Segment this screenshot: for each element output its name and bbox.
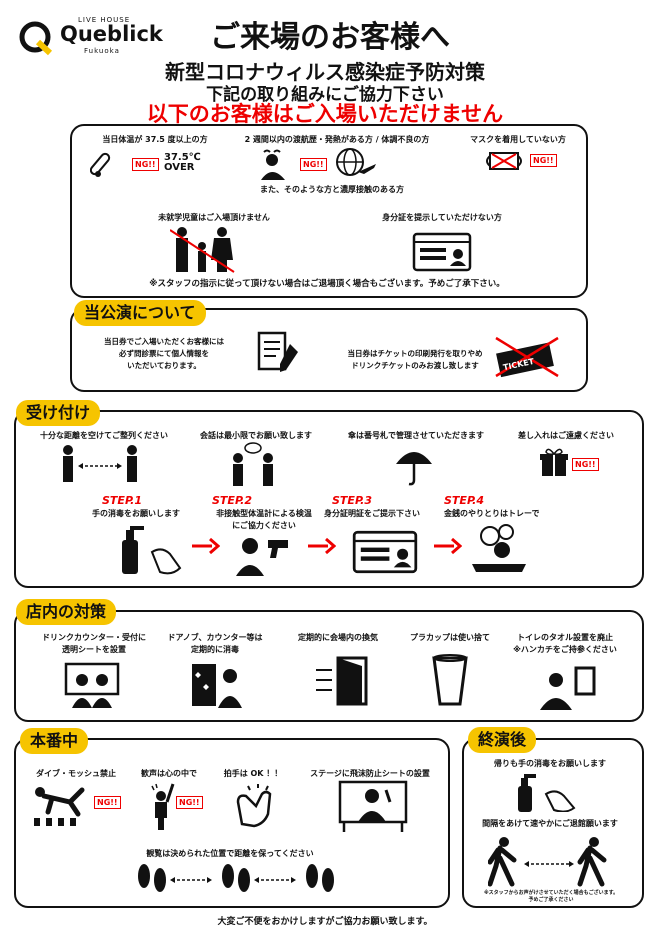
show-item-clap: 拍手は OK ！！ [223,769,283,778]
reception-item-umbrella: 傘は番号札で管理させていただきます [348,431,484,440]
step-2-label: STEP.2 [212,494,252,507]
stage-sheet-icon [338,780,408,832]
footprints-distance-icon [138,864,334,892]
step-arrow-icon [192,537,220,555]
umbrella-icon [396,452,432,486]
step-3-text: 身分証明証をご提示下さい [324,509,420,518]
show-item-dive: ダイブ・モッシュ禁止 [36,769,116,778]
show-tag: 本番中 [20,728,89,754]
ng-badge: NG!! [176,796,203,809]
talking-people-icon [233,442,273,486]
coin-tray-icon [472,524,526,572]
step-4-text: 金銭のやりとりはトレーで [444,509,540,518]
end-tag: 終演後 [468,727,537,753]
transparent-sheet-icon [64,662,120,708]
sick-person-icon [261,149,285,180]
cheering-person-icon [151,783,175,830]
staff-note: ※スタッフの指示に従って頂けない場合はご退場頂く場合もございます。予めご了承下さ… [149,279,505,289]
venue-item-ventilation: 定期的に会場内の換気 [298,633,378,642]
gift-icon [540,448,568,476]
restroom-person-icon [540,666,596,710]
refusal-item-children: 未就学児童はご入場頂けません [158,213,270,222]
plastic-cup-icon [432,654,468,706]
id-card-icon [352,530,418,574]
questionnaire-icon [257,331,298,372]
page-subtitle: 新型コロナウィルス感染症予防対策 [165,60,485,84]
logo-q-icon [19,21,53,56]
refusal-item-mask: マスクを着用していない方 [470,135,566,144]
venue-item-towel: トイレのタオル設置を廃止 ※ハンカチをご持参ください [513,633,617,654]
distance-people-icon [63,445,137,482]
reception-box [14,410,644,588]
clapping-hands-icon [236,784,272,828]
reception-item-gifts: 差し入れはご遠慮ください [518,431,614,440]
ticket-icon [495,336,559,378]
contact-note: また、そのような方と濃厚接触のある方 [260,185,404,194]
performance-right-text: 当日券はチケットの印刷発行を取りやめ ドリンクチケットのみお渡し致します [347,349,483,370]
ng-badge: NG!! [572,458,599,471]
distance-text: 観覧は決められた位置で距離を保ってください [146,849,314,858]
request-text: 下記の取り組みにご協力下さい [206,85,444,105]
step-1-text: 手の消毒をお願いします [92,509,180,518]
ng-badge: NG!! [300,158,327,171]
reception-item-queue: 十分な距離を空けてご整列ください [40,431,168,440]
reception-tag: 受け付け [16,400,101,426]
entry-refusal-box: 当日体温が 37.5 度以上の方 NG!! 37.5℃ OVER 2 週間以内の… [70,124,588,298]
page-title: ご来場のお客様へ [210,20,450,55]
performance-tag: 当公演について [74,300,206,326]
logo-top-text: LIVE HOUSE [78,16,131,24]
show-item-cheer: 歓声は心の中で [141,769,197,778]
ng-badge: NG!! [94,796,121,809]
step-3-label: STEP.3 [332,494,372,507]
performance-left-text: 当日券でご入場いただくお客様には 必ず問診票にて個人情報を いただいております。 [104,337,224,370]
step-1-label: STEP.1 [102,494,142,507]
footer-text: 大変ご不便をおかけしますがご協力お願い致します。 [217,917,433,927]
step-4-label: STEP.4 [444,494,484,507]
thermometer-gun-icon [236,538,288,576]
end-disinfect-text: 帰りも手の消毒をお願いします [494,759,606,768]
mask-icon [486,152,522,170]
venue-item-disinfect: ドアノブ、カウンター等は 定期的に消毒 [167,633,263,654]
venue-item-cup: プラカップは使い捨て [410,633,490,642]
thermometer-icon [90,152,111,177]
show-item-stage-sheet: ステージに飛沫防止シートの設置 [310,769,430,778]
refusal-item-travel: 2 週間以内の渡航歴・発熱がある方 / 体調不良の方 [244,135,430,144]
step-arrow-icon [434,537,462,555]
warning-text: 以下のお客様はご入場いただけません [146,102,504,126]
end-leave-text: 間隔をあけて速やかにご退館願います [482,819,618,828]
reception-item-talk: 会話は最小限でお願い致します [200,431,312,440]
id-card-icon [412,232,472,272]
disinfect-person-icon [192,664,242,708]
logo-name: Queblick [60,22,163,46]
end-note: ※スタッフからお声がけさせていただく場合もございます。 予めご了承ください [483,890,619,903]
logo-bottom-text: Fukuoka [84,47,120,55]
globe-plane-icon [336,148,376,176]
logo: LIVE HOUSE Queblick Fukuoka [18,14,163,58]
stage-dive-icon [34,787,85,826]
hand-sanitizer-icon [518,774,576,812]
refusal-item-fever: 当日体温が 37.5 度以上の方 [102,135,208,144]
hand-sanitizer-icon [122,526,182,575]
ng-badge: NG!! [132,158,159,171]
ng-badge: NG!! [530,154,557,167]
step-2-text: 非接触型体温計による検温 にご協力ください [216,509,312,530]
refusal-item-id: 身分証を提示していただけない方 [382,213,502,222]
open-door-icon [316,656,368,706]
temp-text: 37.5℃ OVER [164,152,201,173]
venue-item-sheet: ドリンクカウンター・受付に 透明シートを設置 [42,633,146,654]
walking-distance-icon [488,837,607,887]
step-arrow-icon [308,537,336,555]
venue-tag: 店内の対策 [16,599,117,625]
family-icon [170,227,235,273]
